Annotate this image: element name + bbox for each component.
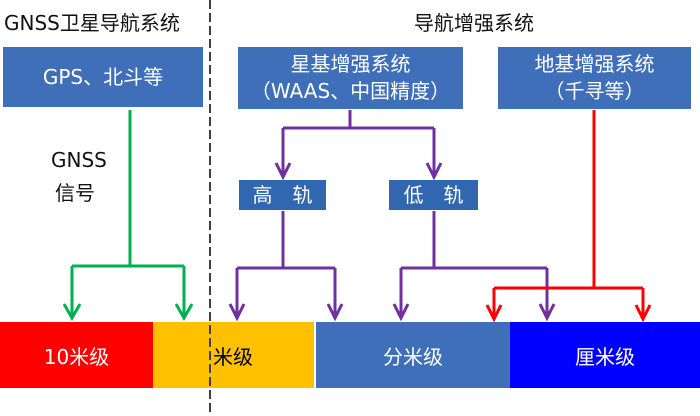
gnss-systems-label: GPS、北斗等 — [42, 64, 164, 89]
sbas-connector — [274, 110, 443, 181]
arrowhead-purple-decimeter — [392, 303, 410, 322]
accuracy-bar-meter: 米级 — [153, 322, 314, 388]
gbas-subtitle: （千寻等） — [544, 79, 645, 103]
arrowhead-green-left — [62, 303, 82, 322]
low-orbit-label: 低 轨 — [403, 182, 464, 207]
high-orbit-connector — [228, 211, 344, 322]
sbas-subtitle: （WAAS、中国精度） — [250, 79, 451, 103]
high-orbit-label: 高 轨 — [252, 182, 313, 207]
arrowhead-purple-meter-2 — [326, 303, 344, 322]
sbas-title: 星基增强系统 — [290, 52, 411, 76]
accuracy-bar-10m: 10米级 — [0, 322, 153, 388]
low-orbit-box: 低 轨 — [389, 180, 478, 210]
accuracy-label-10m: 10米级 — [43, 344, 110, 369]
accuracy-label-centimeter: 厘米级 — [575, 344, 635, 369]
sbas-box: 星基增强系统 （WAAS、中国精度） — [238, 47, 463, 109]
gnss-heading: GNSS卫星导航系统 — [4, 11, 180, 35]
arrowhead-purple-centimeter — [538, 303, 556, 322]
accuracy-bar-centimeter: 厘米级 — [510, 322, 700, 388]
arrowhead-green-right — [174, 303, 194, 322]
arrowhead-purple-high — [274, 162, 292, 181]
low-orbit-connector — [392, 211, 556, 322]
accuracy-label-meter: 米级 — [213, 344, 253, 369]
gnss-systems-box: GPS、北斗等 — [3, 47, 203, 107]
gbas-box: 地基增强系统 （千寻等） — [498, 47, 691, 109]
gnss-signal-label-line2: 信号 — [55, 181, 95, 205]
arrowhead-purple-meter — [228, 303, 246, 322]
high-orbit-box: 高 轨 — [239, 180, 326, 210]
gnss-signal-connector — [62, 110, 194, 322]
gnss-signal-label-line1: GNSS — [51, 148, 107, 172]
arrowhead-red-left — [485, 304, 503, 323]
augmentation-heading: 导航增强系统 — [414, 11, 534, 35]
arrowhead-red-right — [634, 304, 652, 323]
gbas-connector — [485, 110, 652, 323]
accuracy-bar-decimeter: 分米级 — [316, 322, 510, 388]
gbas-title: 地基增强系统 — [534, 52, 655, 76]
arrowhead-purple-low — [425, 162, 443, 181]
accuracy-label-decimeter: 分米级 — [383, 344, 443, 369]
